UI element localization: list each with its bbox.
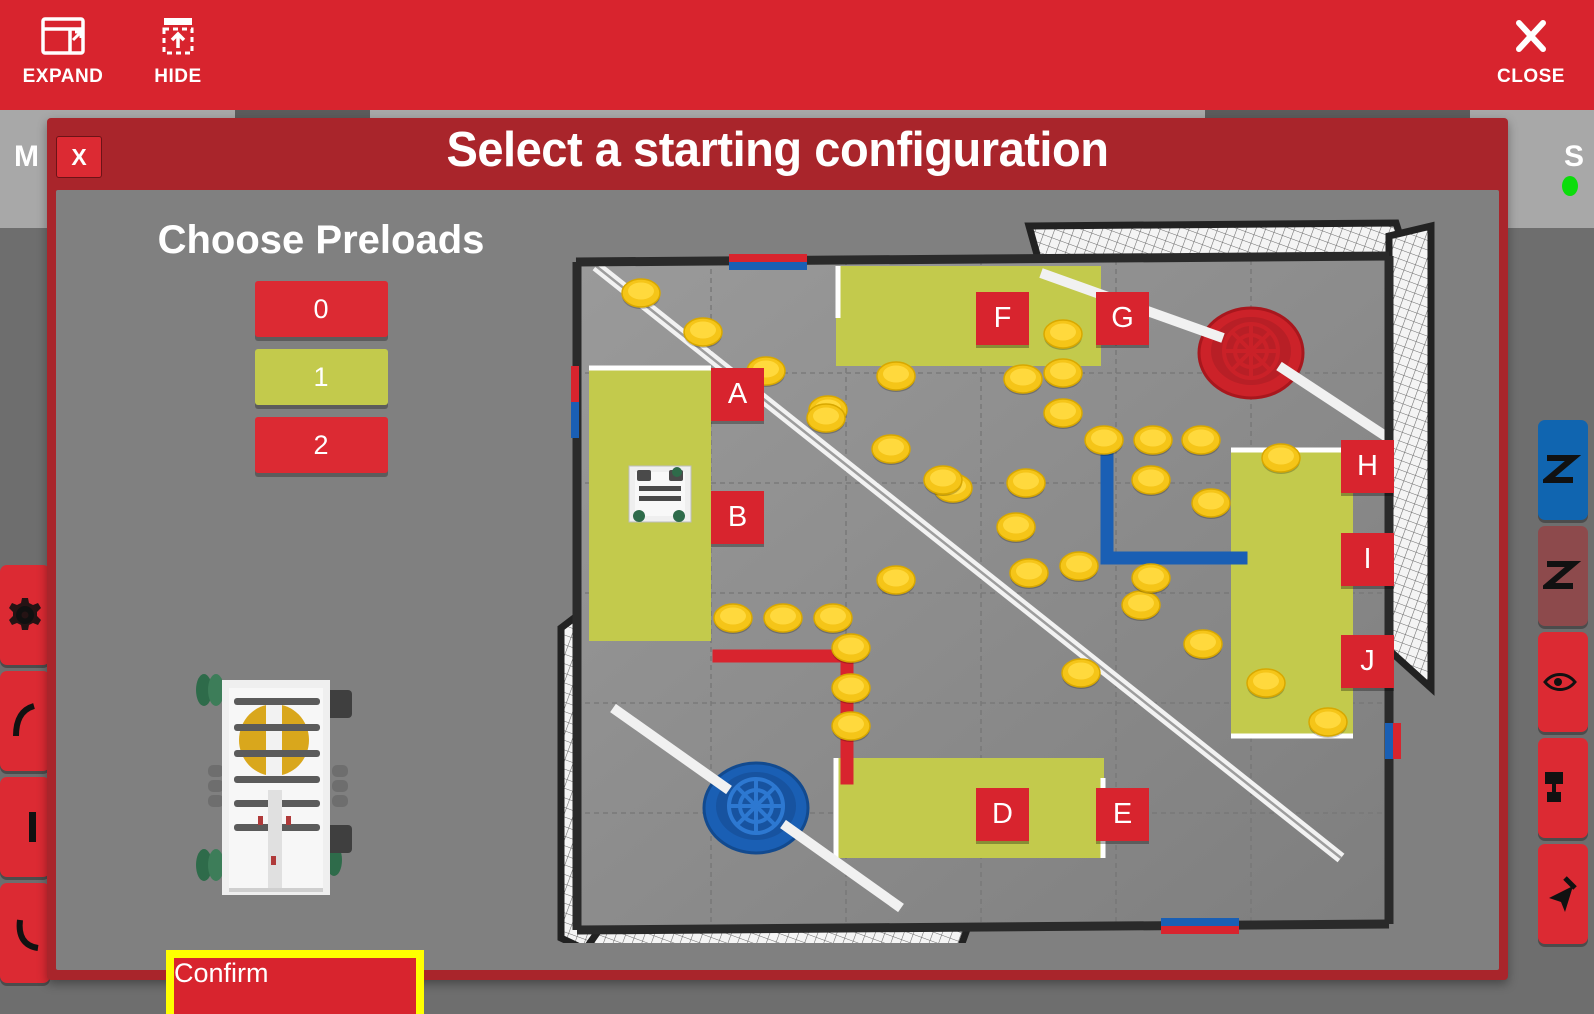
robot-on-field — [628, 465, 692, 523]
z-axis-alt-icon — [1543, 561, 1582, 589]
bar-icon — [29, 812, 36, 842]
blue-goal — [610, 703, 904, 913]
start-position-F[interactable]: F — [976, 292, 1029, 345]
left-toolbar-rail — [0, 565, 52, 1014]
start-position-I[interactable]: I — [1341, 533, 1394, 586]
start-position-G[interactable]: G — [1096, 292, 1149, 345]
choose-preloads-heading: Choose Preloads — [157, 218, 485, 262]
cursor-icon-button[interactable] — [1538, 844, 1588, 944]
confirm-focus-outline: Confirm — [166, 950, 424, 1014]
game-balls — [621, 278, 1348, 742]
expand-label: EXPAND — [22, 66, 104, 87]
link-icon-button[interactable] — [1538, 738, 1588, 838]
status-indicator-dot — [1562, 176, 1578, 196]
hide-panel-icon — [162, 18, 194, 55]
field-svg — [557, 219, 1435, 943]
start-position-J[interactable]: J — [1341, 635, 1394, 688]
diagonal-barrier — [592, 261, 1345, 863]
close-x-icon — [1516, 20, 1546, 52]
bar-icon-button[interactable] — [0, 777, 50, 877]
background-tabbar — [0, 110, 1594, 118]
background-right-title: S — [1563, 140, 1584, 173]
modal-header: X Select a starting configuration — [47, 118, 1508, 190]
starting-configuration-modal: X Select a starting configuration Choose… — [47, 118, 1508, 1014]
confirm-button[interactable]: Confirm — [174, 958, 416, 1014]
robot-preview-image — [196, 674, 352, 895]
blue-barrier — [1100, 429, 1248, 565]
modal-title: Select a starting configuration — [446, 123, 1109, 177]
start-position-A[interactable]: A — [711, 368, 764, 421]
start-position-E[interactable]: E — [1096, 788, 1149, 841]
curve-icon-button[interactable] — [0, 671, 50, 771]
background-left-title: M — [14, 140, 39, 173]
start-position-B[interactable]: B — [711, 491, 764, 544]
arc-icon — [16, 919, 39, 951]
z-axis-icon — [1543, 455, 1582, 483]
curve-icon — [13, 703, 36, 737]
preload-option-2[interactable]: 2 — [254, 417, 388, 473]
choose-preloads-section: Choose Preloads 0 1 2 — [146, 218, 496, 485]
close-button[interactable]: CLOSE — [1476, 14, 1586, 98]
hide-button[interactable]: HIDE — [123, 14, 233, 98]
start-position-D[interactable]: D — [976, 788, 1029, 841]
preload-option-1[interactable]: 1 — [254, 349, 388, 405]
modal-body: Choose Preloads 0 1 2 — [56, 190, 1499, 1014]
modal-close-button[interactable]: X — [56, 136, 102, 178]
eye-icon-button[interactable] — [1538, 632, 1588, 732]
cursor-icon — [1549, 876, 1577, 912]
hide-label: HIDE — [154, 66, 202, 87]
close-label: CLOSE — [1497, 66, 1565, 87]
right-toolbar-rail — [1538, 420, 1594, 1014]
eye-icon — [1543, 673, 1577, 691]
start-position-H[interactable]: H — [1341, 440, 1394, 493]
expand-window-icon — [41, 17, 85, 55]
z-axis-icon-button[interactable] — [1538, 420, 1588, 520]
preload-option-0[interactable]: 0 — [254, 281, 388, 337]
top-toolbar: EXPAND HIDE CLOSE — [0, 0, 1594, 110]
alliance-stripes — [571, 254, 1401, 934]
arc-icon-button[interactable] — [0, 883, 50, 983]
gear-icon-button[interactable] — [0, 565, 50, 665]
z-axis-alt-icon-button[interactable] — [1538, 526, 1588, 626]
vex-field-diagram: A B D E F G H I J — [551, 218, 1461, 943]
gear-icon — [9, 598, 41, 630]
link-icon — [1545, 772, 1563, 802]
scoring-zones — [589, 266, 1353, 858]
expand-button[interactable]: EXPAND — [8, 14, 118, 98]
